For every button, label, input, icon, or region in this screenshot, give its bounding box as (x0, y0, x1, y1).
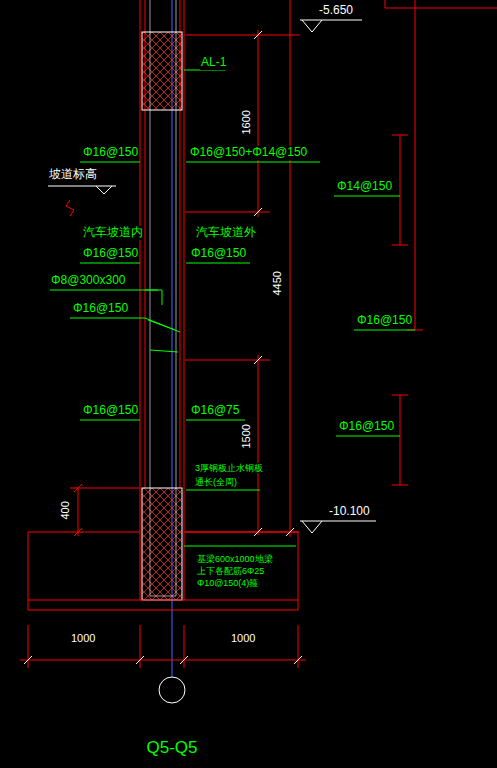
annotation-label: 基梁600x1000地梁 (196, 554, 274, 564)
annotation-label: Φ8@300x300 (50, 274, 126, 288)
annotation-label: 汽车坡道内 (82, 226, 144, 240)
annotation-label: Φ16@75 (190, 404, 240, 418)
dimension-text: 400 (59, 500, 72, 520)
annotation-label: Φ10@150(4)箍 (196, 578, 259, 588)
annotation-label: Φ14@150 (336, 180, 393, 194)
annotation-label: Φ16@150 (82, 146, 139, 160)
annotation-label: 1000 (70, 632, 96, 645)
annotation-label: Φ16@150 (190, 247, 247, 261)
annotation-label: 3厚钢板止水钢板 (194, 463, 264, 473)
annotation-label: -5.650 (318, 4, 354, 18)
annotation-label: Φ16@150+Φ14@150 (189, 146, 308, 160)
annotation-label: Φ16@150 (82, 247, 139, 261)
annotation-label: Φ16@150 (356, 314, 413, 328)
annotation-label: 坡道标高 (48, 168, 98, 182)
annotation-label: Φ16@150 (82, 404, 139, 418)
annotation-label: Φ16@150 (72, 302, 129, 316)
dimension-text: 1500 (240, 423, 253, 449)
annotation-label: Φ16@150 (338, 420, 395, 434)
annotation-label: 通长(全周) (194, 477, 238, 487)
annotation-label: 汽车坡道外 (195, 226, 257, 240)
dimension-text: 4450 (271, 270, 284, 296)
annotation-label: -10.100 (328, 505, 371, 519)
annotation-label: AL-1 (200, 56, 227, 70)
annotation-label: 上下各配筋6Φ25 (196, 566, 265, 576)
section-caption: Q5-Q5 (145, 738, 198, 758)
annotation-label: 1000 (230, 632, 256, 645)
dimension-text: 1600 (240, 109, 253, 135)
